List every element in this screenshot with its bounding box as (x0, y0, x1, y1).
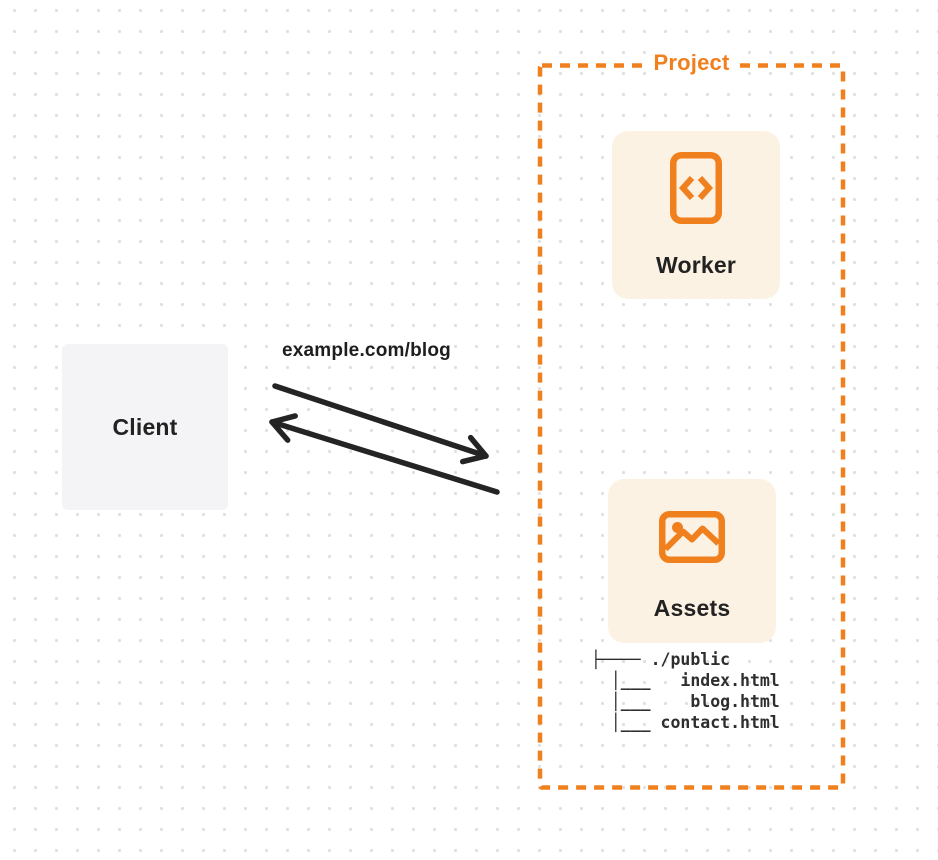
project-container-title: Project (540, 50, 843, 76)
request-arrow (272, 383, 489, 465)
code-document-icon (670, 151, 722, 229)
client-label: Client (112, 413, 178, 440)
assets-card: Assets (608, 479, 776, 643)
worker-card: Worker (612, 131, 780, 299)
picture-icon (659, 510, 725, 568)
response-arrow (269, 413, 500, 495)
request-url-label: example.com/blog (282, 340, 451, 361)
assets-label: Assets (653, 594, 731, 621)
file-tree: ├──── ./public │___ index.html │___ blog… (591, 650, 780, 732)
client-card: Client (62, 344, 228, 510)
worker-label: Worker (655, 251, 737, 278)
project-label: Project (647, 50, 736, 76)
